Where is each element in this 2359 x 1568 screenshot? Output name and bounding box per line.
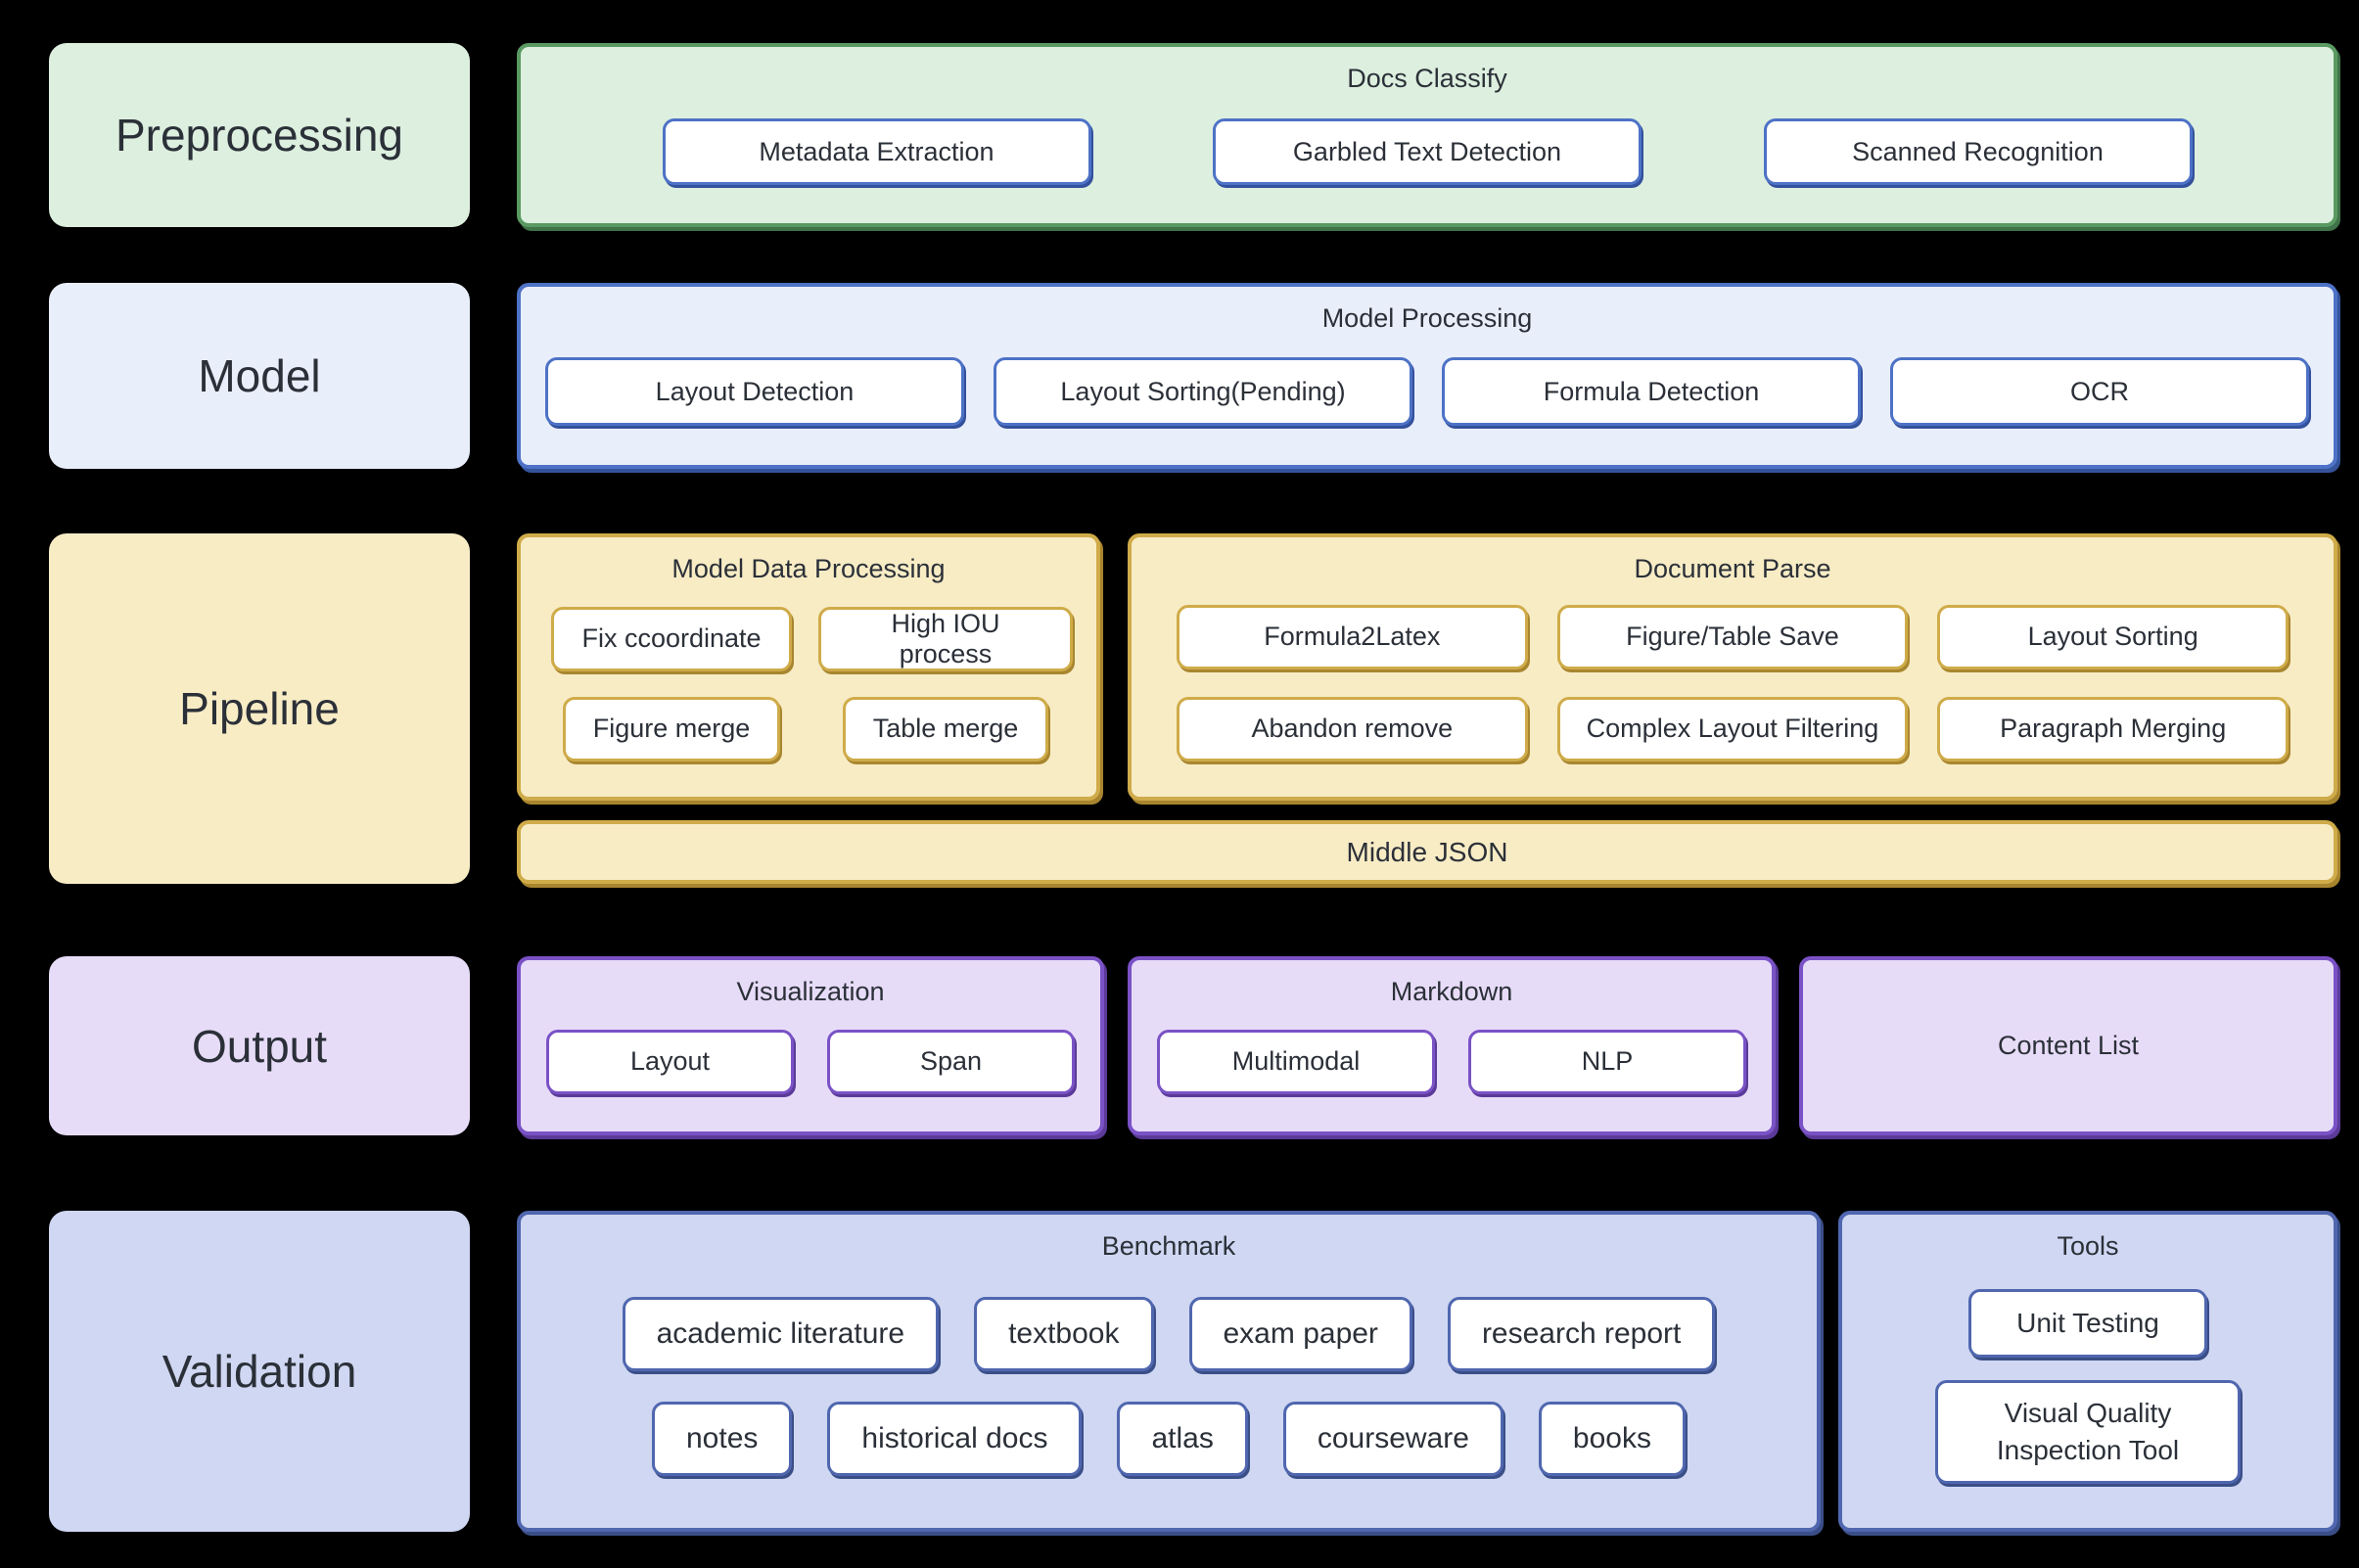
group-markdown: Markdown Multimodal NLP (1128, 956, 1776, 1135)
node-formula2latex: Formula2Latex (1177, 604, 1528, 669)
node-table-merge: Table merge (842, 696, 1049, 761)
row-label-preprocessing: Preprocessing (49, 43, 470, 227)
node-atlas: atlas (1117, 1401, 1248, 1476)
group-title-document-parse: Document Parse (1634, 554, 1831, 583)
pipeline-top: Model Data Processing Fix ccoordinate Hi… (517, 533, 2337, 801)
group-title-markdown: Markdown (1390, 977, 1513, 1006)
node-formula-detection: Formula Detection (1442, 357, 1861, 427)
node-paragraph-merging: Paragraph Merging (1937, 696, 2289, 761)
group-title-docs-classify: Docs Classify (1347, 64, 1507, 93)
group-title-model-data-processing: Model Data Processing (671, 554, 946, 583)
node-academic-literature: academic literature (622, 1296, 940, 1371)
group-document-parse: Document Parse Formula2Latex Figure/Tabl… (1128, 533, 2337, 801)
group-title-tools: Tools (2057, 1231, 2119, 1261)
group-title-benchmark: Benchmark (1101, 1231, 1236, 1261)
row-validation: Validation Benchmark academic literature… (49, 1211, 2337, 1532)
node-multimodal: Multimodal (1157, 1029, 1435, 1094)
group-model-data-processing: Model Data Processing Fix ccoordinate Hi… (517, 533, 1100, 801)
node-courseware: courseware (1282, 1401, 1503, 1476)
group-benchmark: Benchmark academic literature textbook e… (517, 1211, 1821, 1532)
node-textbook: textbook (974, 1296, 1154, 1371)
row-label-validation: Validation (49, 1211, 470, 1532)
group-title-visualization: Visualization (736, 977, 885, 1006)
row-content-pipeline: Model Data Processing Fix ccoordinate Hi… (517, 533, 2337, 884)
node-layout-sorting: Layout Sorting (1937, 604, 2289, 669)
node-research-report: research report (1447, 1296, 1716, 1371)
group-title-content-list: Content List (1997, 1031, 2140, 1061)
node-visual-quality-inspection-tool: Visual Quality Inspection Tool (1935, 1380, 2241, 1484)
docs-classify-nodes: Metadata Extraction Garbled Text Detecti… (521, 94, 2334, 223)
group-title-middle-json: Middle JSON (1346, 836, 1508, 867)
node-books: books (1538, 1401, 1686, 1476)
group-model-processing: Model Processing Layout Detection Layout… (517, 283, 2337, 469)
node-unit-testing: Unit Testing (1968, 1288, 2207, 1358)
row-content-output: Visualization Layout Span Markdown Multi… (517, 956, 2337, 1135)
node-nlp: NLP (1468, 1029, 1746, 1094)
group-content-list: Content List (1799, 956, 2337, 1135)
row-content-preprocessing: Docs Classify Metadata Extraction Garble… (517, 43, 2337, 227)
group-tools: Tools Unit Testing Visual Quality Inspec… (1838, 1211, 2337, 1532)
row-preprocessing: Preprocessing Docs Classify Metadata Ext… (49, 43, 2337, 227)
node-notes: notes (652, 1401, 793, 1476)
node-metadata-extraction: Metadata Extraction (662, 118, 1091, 186)
row-label-text: Model (198, 350, 321, 401)
node-layout-detection: Layout Detection (545, 357, 964, 427)
markdown-nodes: Multimodal NLP (1132, 1007, 1772, 1131)
node-figure-table-save: Figure/Table Save (1556, 604, 1909, 669)
model-data-processing-nodes: Fix ccoordinate High IOU process Figure … (521, 584, 1096, 797)
benchmark-row-2: notes historical docs atlas courseware b… (521, 1401, 1817, 1476)
row-label-text: Preprocessing (115, 110, 404, 161)
group-middle-json: Middle JSON (517, 820, 2337, 884)
row-pipeline: Pipeline Model Data Processing Fix ccoor… (49, 533, 2337, 884)
benchmark-row-1: academic literature textbook exam paper … (521, 1296, 1817, 1371)
document-parse-nodes: Formula2Latex Figure/Table Save Layout S… (1132, 584, 2334, 797)
node-layout-sorting-pending: Layout Sorting(Pending) (994, 357, 1412, 427)
row-label-pipeline: Pipeline (49, 533, 470, 884)
node-scanned-recognition: Scanned Recognition (1763, 118, 2193, 186)
row-label-text: Output (191, 1020, 328, 1072)
node-ocr: OCR (1890, 357, 2309, 427)
row-content-validation: Benchmark academic literature textbook e… (517, 1211, 2337, 1532)
node-garbled-text-detection: Garbled Text Detection (1213, 118, 1642, 186)
node-layout: Layout (546, 1029, 794, 1094)
group-visualization: Visualization Layout Span (517, 956, 1104, 1135)
group-docs-classify: Docs Classify Metadata Extraction Garble… (517, 43, 2337, 227)
row-model: Model Model Processing Layout Detection … (49, 283, 2337, 469)
node-abandon-remove: Abandon remove (1177, 696, 1528, 761)
pipeline-column: Model Data Processing Fix ccoordinate Hi… (517, 533, 2337, 884)
row-label-output: Output (49, 956, 470, 1135)
group-title-model-processing: Model Processing (1321, 303, 1533, 333)
row-output: Output Visualization Layout Span Markdow… (49, 956, 2337, 1135)
tools-nodes: Unit Testing Visual Quality Inspection T… (1842, 1262, 2334, 1528)
node-fix-ccoordinate: Fix ccoordinate (551, 606, 792, 671)
node-exam-paper: exam paper (1188, 1296, 1412, 1371)
model-processing-nodes: Layout Detection Layout Sorting(Pending)… (521, 334, 2334, 465)
row-label-model: Model (49, 283, 470, 469)
node-historical-docs: historical docs (827, 1401, 1083, 1476)
node-complex-layout-filtering: Complex Layout Filtering (1556, 696, 1909, 761)
node-figure-merge: Figure merge (562, 696, 781, 761)
row-label-text: Validation (162, 1346, 357, 1397)
benchmark-nodes: academic literature textbook exam paper … (521, 1262, 1817, 1528)
node-high-iou-process: High IOU process (818, 606, 1073, 671)
node-span: Span (827, 1029, 1075, 1094)
row-content-model: Model Processing Layout Detection Layout… (517, 283, 2337, 469)
visualization-nodes: Layout Span (521, 1007, 1100, 1131)
row-label-text: Pipeline (179, 683, 340, 734)
